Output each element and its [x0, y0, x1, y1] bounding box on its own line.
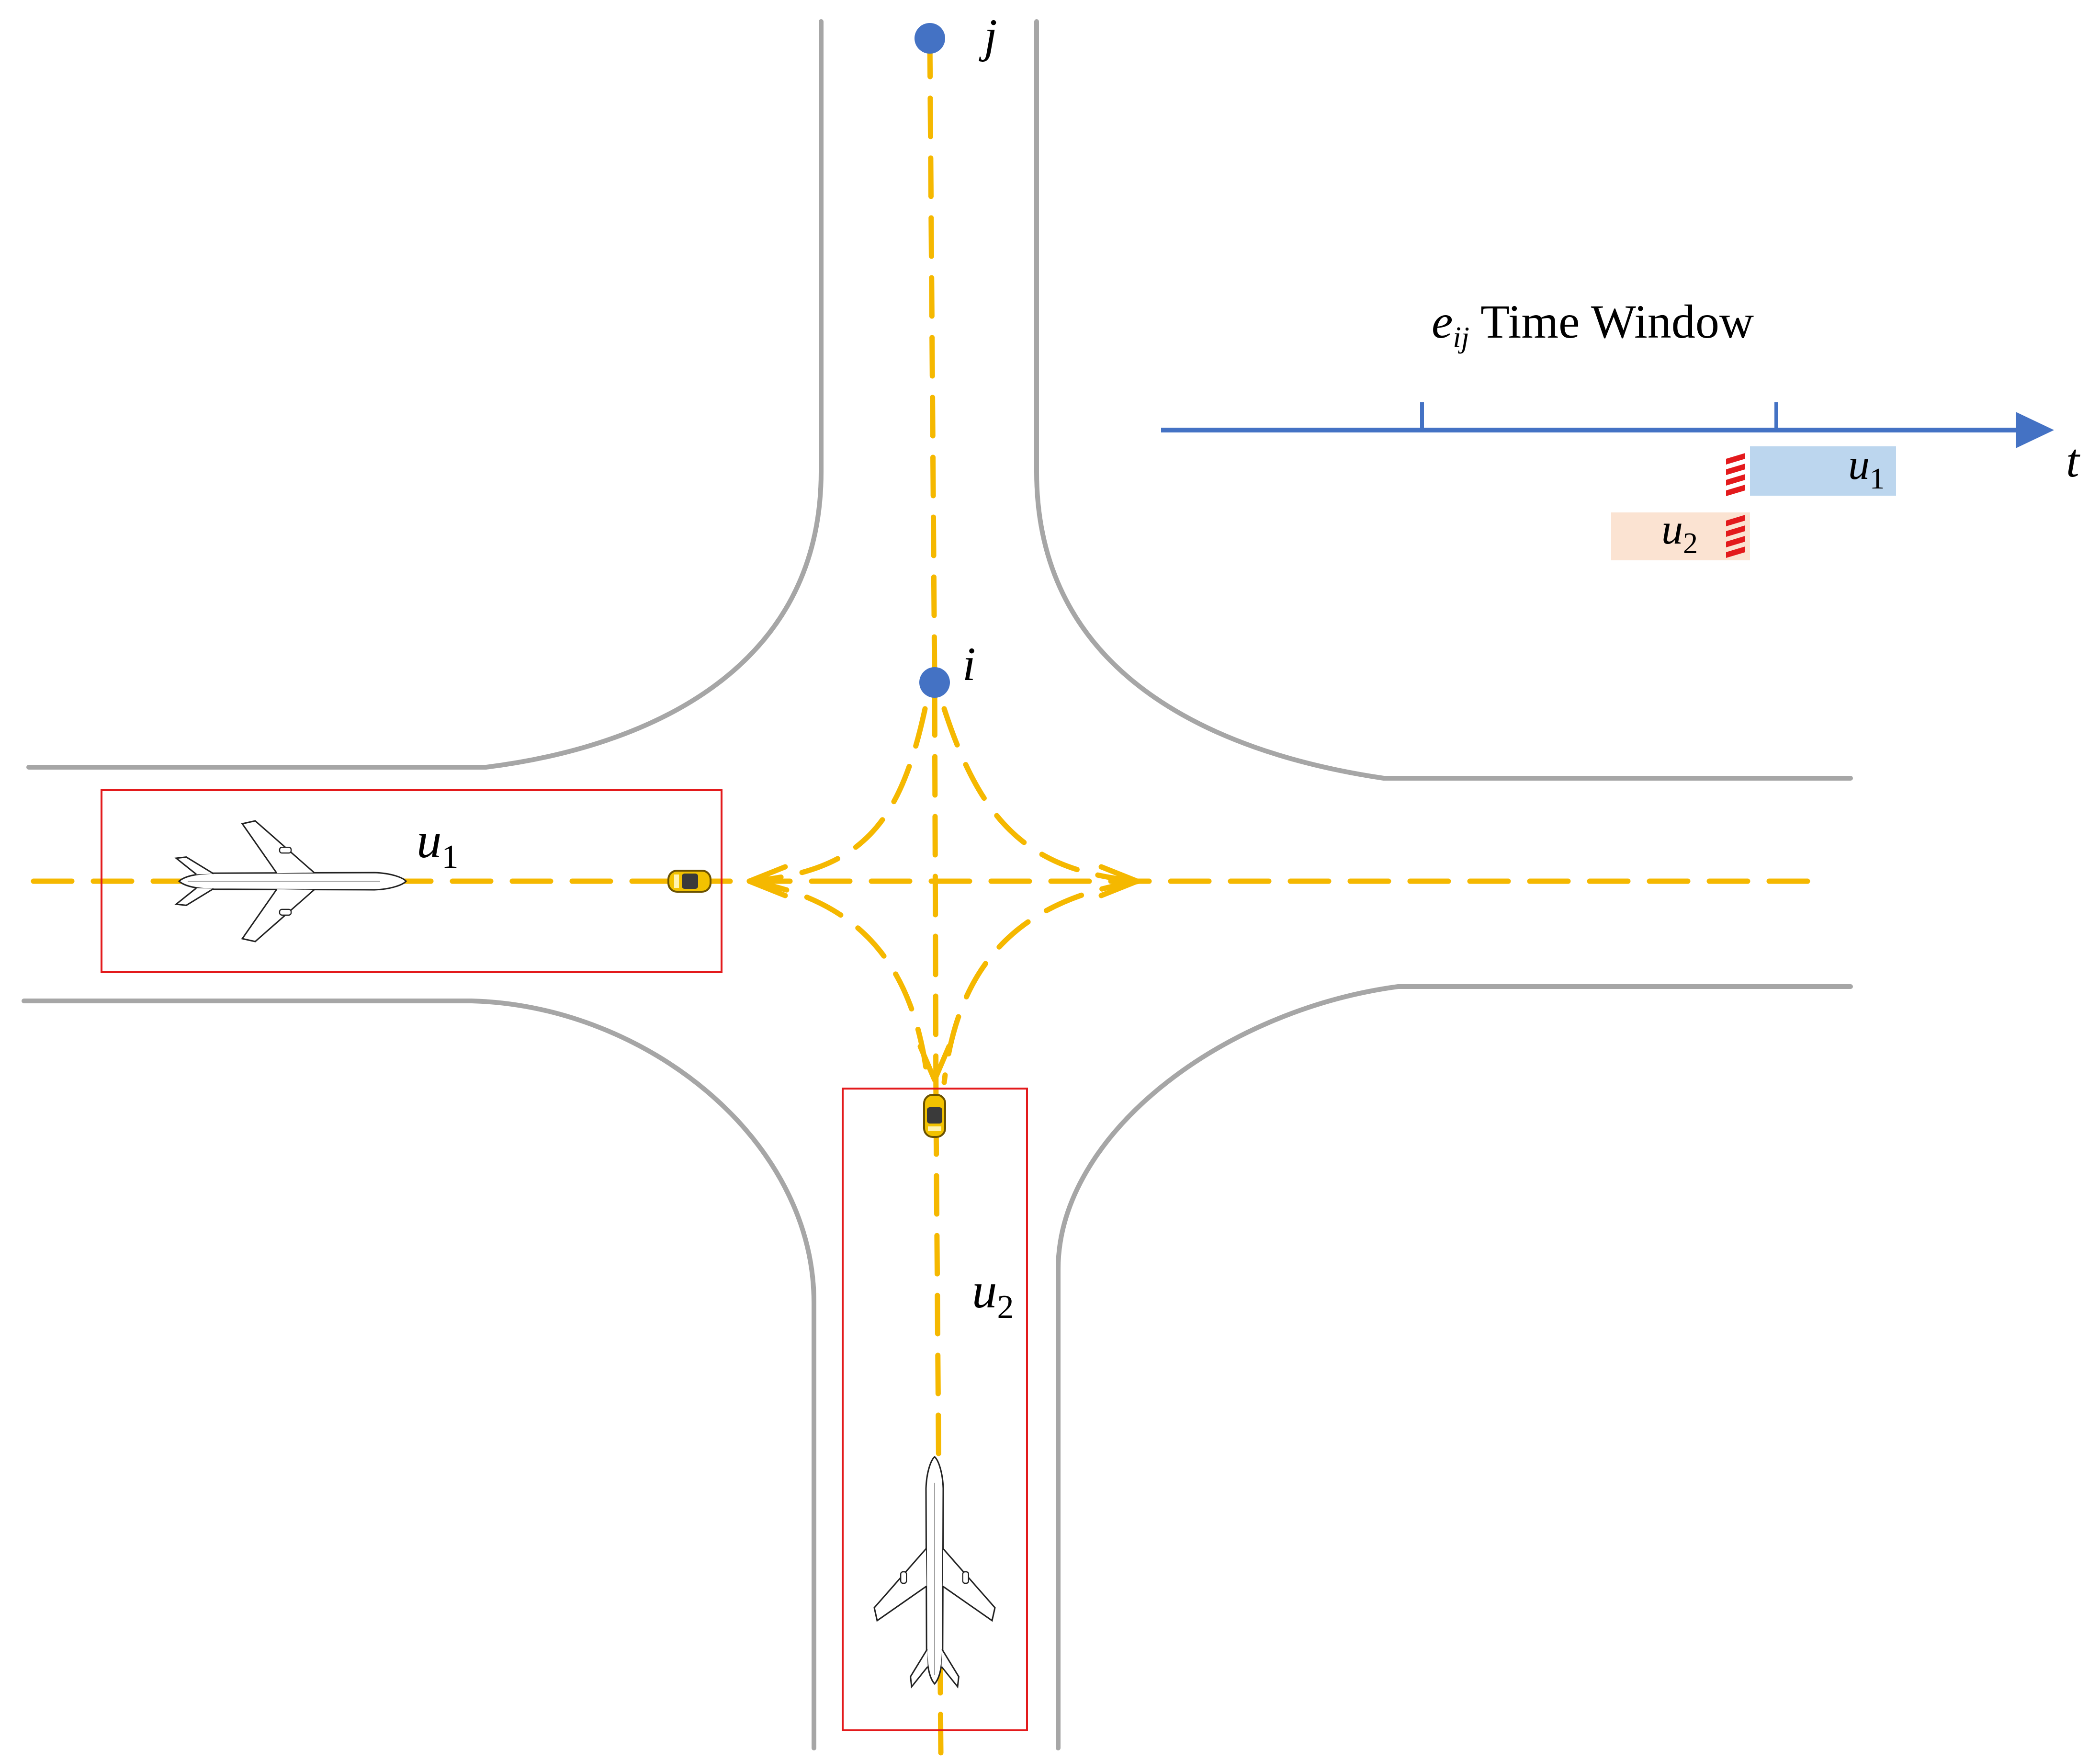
unit-box-u1	[101, 789, 723, 973]
node-label-i: i	[962, 637, 976, 691]
road-edge-bottom-left	[22, 999, 816, 1750]
road-edge-top-left	[26, 19, 824, 770]
arrow-heads	[746, 864, 1140, 1083]
turn-curve-west-south	[746, 878, 931, 1085]
turn-curve-i-west	[746, 706, 928, 884]
airplane-icon	[175, 820, 407, 942]
node-dot-icon	[915, 23, 945, 54]
turn-curve-east-south	[941, 878, 1142, 1085]
turn-curve-i-east	[941, 706, 1142, 884]
airplane-icon	[873, 1456, 996, 1688]
time-window-bar-label-u1: u1	[1848, 441, 1885, 495]
time-axis-label-t: t	[2066, 434, 2080, 487]
arrow-head-icon	[917, 1044, 952, 1083]
road-edges	[22, 19, 1853, 1750]
unit-label-u2: u2	[972, 1262, 1014, 1326]
road-edge-bottom-right	[1056, 984, 1853, 1750]
time-window-panel: eij Time Window t u1 u2	[1161, 295, 2080, 560]
hatch-marker-icon	[1726, 453, 1745, 496]
road-edge-top-right	[1034, 19, 1853, 781]
taxi-car-icon	[667, 870, 711, 893]
arrow-head-icon	[1098, 864, 1140, 898]
time-axis-arrow-head-icon	[2016, 412, 2054, 448]
node-dot-icon	[919, 667, 950, 698]
time-window-title: eij Time Window	[1432, 295, 1754, 354]
time-window-bar-label-u2: u2	[1661, 506, 1698, 560]
time-window-bar-u1	[1750, 446, 1896, 496]
arrow-head-icon	[746, 864, 788, 898]
node-label-j: j	[979, 9, 997, 62]
taxi-car-icon	[923, 1094, 946, 1138]
unit-label-u1: u1	[417, 812, 459, 875]
unit-box-u2	[842, 1088, 1028, 1731]
centerline-vertical	[927, 35, 944, 1756]
